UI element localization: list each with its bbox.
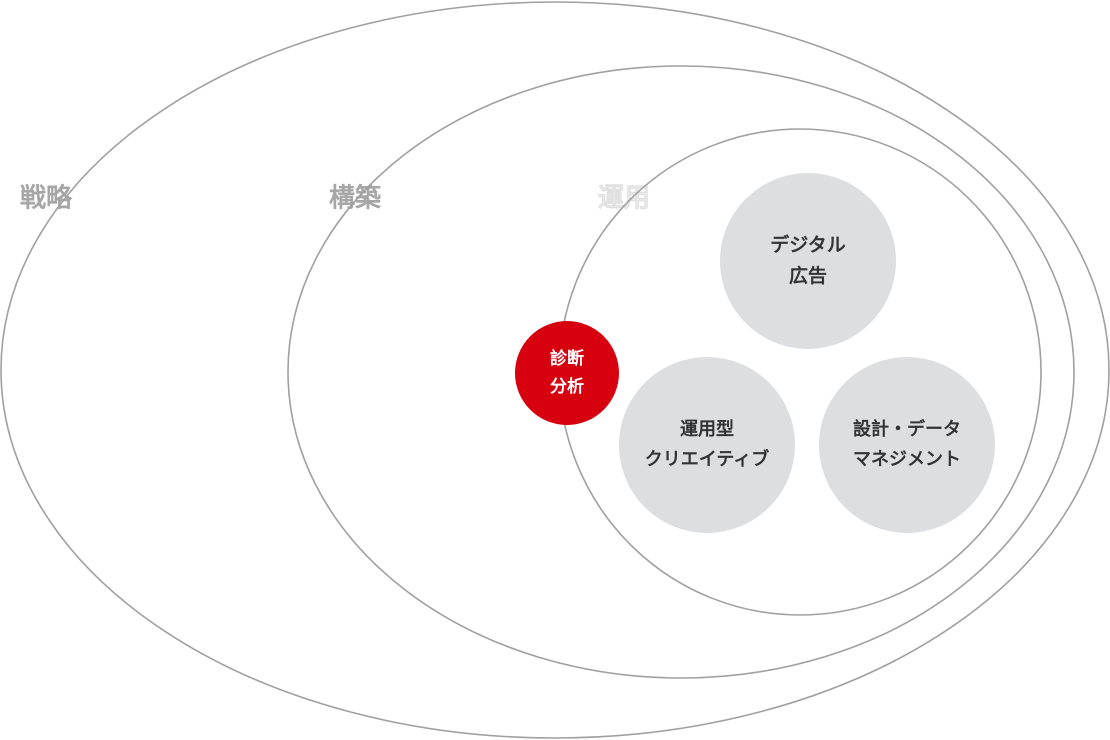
layer-label-strategy: 戦略 xyxy=(19,183,73,214)
service-line2: 広告 xyxy=(788,265,827,287)
layer-label-build: 構築 xyxy=(328,183,382,214)
service-circle-data-management: 設計・データマネジメント xyxy=(819,357,995,533)
service-line2: マネジメント xyxy=(853,449,961,470)
core-line1: 診断 xyxy=(550,348,584,369)
ellipse-build xyxy=(287,65,1075,679)
core-circle-diagnosis: 診断分析 xyxy=(515,321,619,425)
service-circle-creative: 運用型クリエイティブ xyxy=(619,357,795,533)
core-line2: 分析 xyxy=(550,377,584,397)
service-line1: 設計・データ xyxy=(853,419,961,441)
service-line1: デジタル xyxy=(770,233,846,256)
service-line2: クリエイティブ xyxy=(644,449,770,470)
service-line1: 運用型 xyxy=(680,419,734,441)
service-circle-digital-ads: デジタル広告 xyxy=(720,173,896,349)
